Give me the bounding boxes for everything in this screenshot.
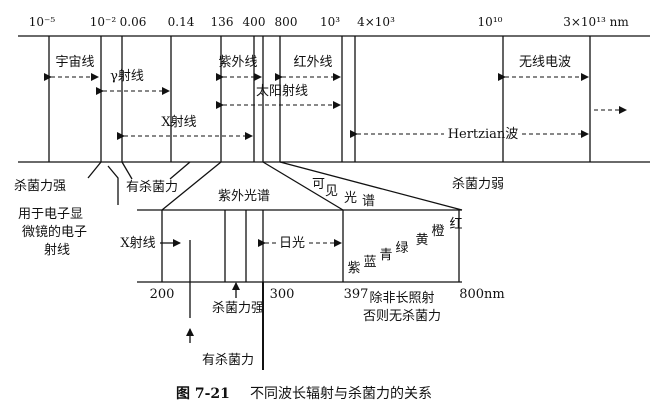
tick-1e10: 10¹⁰	[478, 15, 503, 29]
lower-x-ray-label: X射线	[120, 235, 155, 251]
gamma-ray-label: γ射线	[110, 68, 144, 84]
em-note-line-1: 用于电子显	[18, 207, 83, 222]
lower-strong-label: 杀菌力强	[212, 301, 264, 316]
tick-0.06: 0.06	[120, 15, 147, 29]
ir-label: 红外线	[293, 54, 332, 70]
figure-number: 图 7-21	[176, 386, 230, 402]
tick-400: 400	[243, 15, 266, 29]
visible-char-4: 谱	[362, 194, 375, 209]
uv-spectrum-label: 紫外光谱	[218, 189, 270, 204]
strong-pointer	[87, 161, 102, 179]
tick-1e-5: 10⁻⁵	[29, 15, 56, 29]
tick-3e13: 3×10¹³ nm	[563, 15, 629, 29]
tick-1e-2: 10⁻²	[90, 15, 117, 29]
em-note-line-2: 微镜的电子	[22, 224, 87, 240]
bottom-tick-300: 300	[270, 287, 295, 302]
color-violet: 紫	[347, 261, 360, 276]
lower-note-line-2: 否则无杀菌力	[363, 309, 441, 324]
color-cyan: 青	[379, 248, 392, 263]
uv-label: 紫外线	[218, 55, 257, 70]
tick-0.14: 0.14	[168, 15, 195, 29]
sunlight-label: 日光	[279, 236, 305, 251]
tick-1e3: 10³	[320, 15, 340, 29]
tick-136: 136	[211, 15, 234, 29]
moderate-pointer-a	[121, 161, 133, 180]
radio-wave-label: 无线电波	[519, 55, 571, 70]
moderate-effect-label: 有杀菌力	[126, 180, 178, 195]
moderate-pointer-b	[169, 161, 191, 180]
bottom-tick-200: 200	[150, 287, 175, 302]
bottom-tick-397: 397	[344, 287, 369, 302]
tick-4e3: 4×10³	[357, 15, 395, 29]
expand-right	[279, 161, 463, 211]
strong-effect-label: 杀菌力强	[14, 179, 66, 194]
cosmic-ray-label: 宇宙线	[55, 55, 94, 70]
visible-char-1: 可	[312, 177, 325, 192]
tick-800: 800	[275, 15, 298, 29]
expand-left	[161, 161, 222, 211]
color-yellow: 黄	[415, 233, 428, 248]
visible-char-2: 见	[325, 184, 338, 199]
color-blue: 蓝	[363, 255, 376, 270]
color-red: 红	[449, 216, 462, 232]
visible-char-3: 光	[344, 191, 357, 206]
color-green: 绿	[395, 241, 408, 256]
solar-ray-label: 太阳射线	[256, 83, 308, 99]
color-orange: 橙	[431, 224, 444, 239]
weak-effect-label: 杀菌力弱	[452, 177, 504, 192]
lower-moderate-label: 有杀菌力	[202, 353, 254, 368]
lower-note-line-1: 除非长照射	[369, 290, 434, 306]
expand-mid	[262, 161, 344, 211]
bottom-tick-800: 800nm	[459, 287, 505, 302]
x-ray-label: X射线	[161, 114, 196, 130]
em-note-line-3: 射线	[44, 242, 70, 258]
em-note-pointer	[107, 165, 119, 205]
figure-caption: 不同波长辐射与杀菌力的关系	[250, 386, 432, 402]
hertzian-label: Hertzian波	[448, 127, 519, 142]
